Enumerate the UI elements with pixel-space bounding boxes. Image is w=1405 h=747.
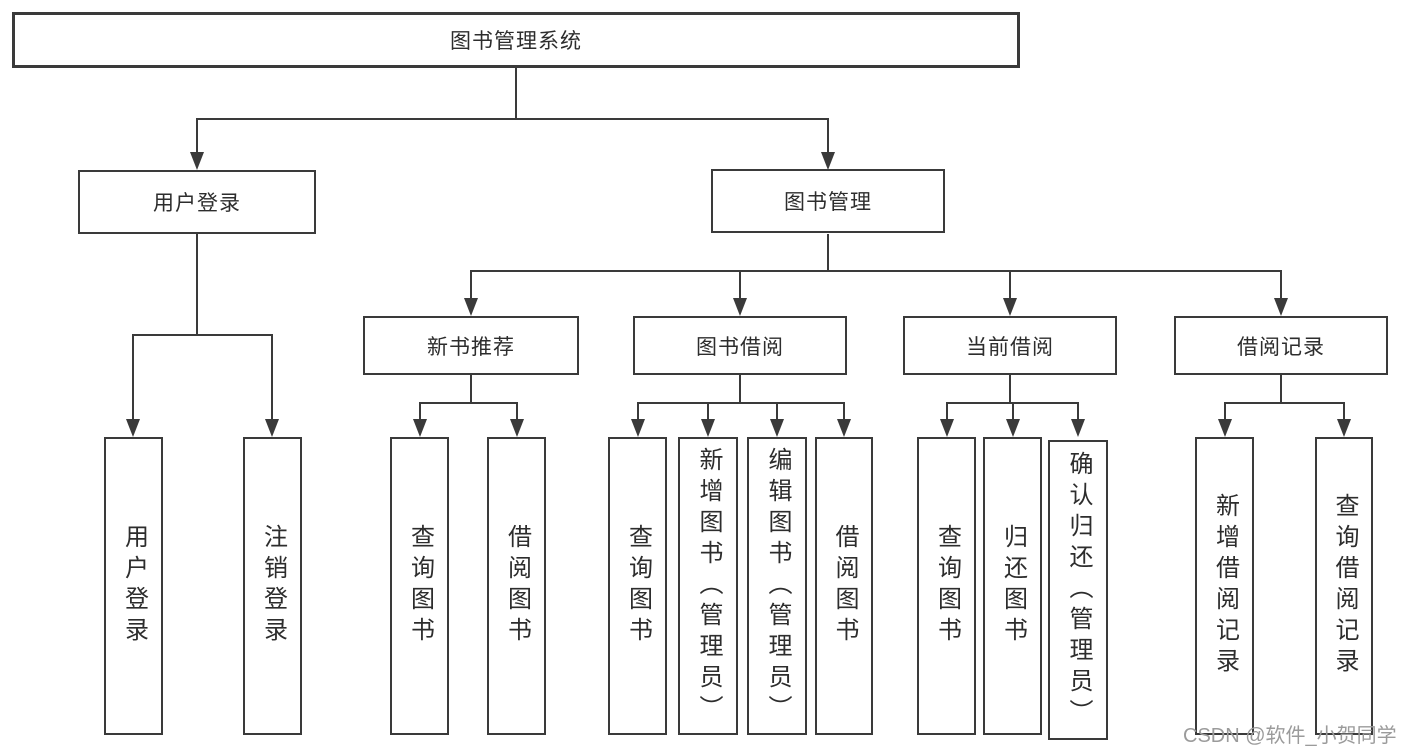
connector-line bbox=[132, 334, 273, 336]
arrowhead-down-icon bbox=[126, 419, 140, 437]
node-label: 当前借阅 bbox=[966, 335, 1054, 359]
leaf-label: 注销登录 bbox=[259, 524, 287, 648]
node-label: 图书管理 bbox=[784, 191, 872, 214]
leaf-add-borrow-record: 新增借阅记录 bbox=[1195, 437, 1254, 735]
arrowhead-down-icon bbox=[1006, 419, 1020, 437]
arrowhead-down-icon bbox=[940, 419, 954, 437]
connector-line bbox=[843, 404, 845, 421]
connector-line bbox=[470, 375, 472, 404]
leaf-label: 借阅图书 bbox=[830, 524, 858, 648]
connector-line bbox=[516, 404, 518, 421]
arrowhead-down-icon bbox=[1337, 419, 1351, 437]
arrowhead-down-icon bbox=[837, 419, 851, 437]
leaf-label: 查询图书 bbox=[406, 524, 434, 648]
connector-line bbox=[707, 404, 709, 421]
connector-line bbox=[1280, 375, 1282, 404]
arrowhead-down-icon bbox=[701, 419, 715, 437]
arrowhead-down-icon bbox=[631, 419, 645, 437]
connector-line bbox=[946, 404, 948, 421]
arrowhead-down-icon bbox=[770, 419, 784, 437]
node-user-login: 用户登录 bbox=[78, 170, 316, 234]
watermark: CSDN @软件_小贺同学 bbox=[1183, 725, 1397, 747]
leaf-query-books: 查询图书 bbox=[390, 437, 449, 735]
node-current-borrow: 当前借阅 bbox=[903, 316, 1117, 375]
arrowhead-down-icon bbox=[1274, 298, 1288, 316]
connector-line bbox=[776, 404, 778, 421]
arrowhead-down-icon bbox=[733, 298, 747, 316]
connector-line bbox=[1077, 404, 1079, 421]
leaf-add-books-admin: 新增图书（管理员） bbox=[678, 437, 738, 735]
connector-line bbox=[1009, 272, 1011, 300]
leaf-return-books: 归还图书 bbox=[983, 437, 1042, 735]
connector-line bbox=[1224, 402, 1345, 404]
leaf-label: 确认归还（管理员） bbox=[1064, 450, 1092, 730]
connector-line bbox=[419, 402, 518, 404]
leaf-label: 新增借阅记录 bbox=[1211, 493, 1239, 679]
node-root-label: 图书管理系统 bbox=[450, 30, 582, 53]
connector-line bbox=[419, 404, 421, 421]
node-label: 图书借阅 bbox=[696, 335, 784, 359]
connector-line bbox=[132, 336, 134, 420]
leaf-label: 编辑图书（管理员） bbox=[763, 446, 791, 726]
connector-line bbox=[1280, 272, 1282, 300]
arrowhead-down-icon bbox=[413, 419, 427, 437]
arrowhead-down-icon bbox=[1218, 419, 1232, 437]
connector-line bbox=[196, 120, 198, 154]
leaf-borrow-books: 借阅图书 bbox=[487, 437, 546, 735]
leaf-label: 归还图书 bbox=[999, 524, 1027, 648]
connector-line bbox=[196, 118, 829, 120]
leaf-query-books: 查询图书 bbox=[608, 437, 667, 735]
leaf-edit-books-admin: 编辑图书（管理员） bbox=[747, 437, 807, 735]
connector-line bbox=[946, 402, 1079, 404]
connector-line bbox=[196, 234, 198, 336]
leaf-confirm-return-admin: 确认归还（管理员） bbox=[1048, 440, 1108, 740]
node-label: 借阅记录 bbox=[1237, 335, 1325, 359]
connector-line bbox=[1009, 375, 1011, 404]
arrowhead-down-icon bbox=[464, 298, 478, 316]
connector-line bbox=[515, 68, 517, 120]
node-borrow-records: 借阅记录 bbox=[1174, 316, 1388, 375]
arrowhead-down-icon bbox=[1071, 419, 1085, 437]
leaf-logout: 注销登录 bbox=[243, 437, 302, 735]
leaf-user-login: 用户登录 bbox=[104, 437, 163, 735]
connector-line bbox=[637, 402, 845, 404]
leaf-label: 查询图书 bbox=[624, 524, 652, 648]
node-root: 图书管理系统 bbox=[12, 12, 1020, 68]
connector-line bbox=[739, 375, 741, 404]
node-new-book-recommend: 新书推荐 bbox=[363, 316, 579, 375]
arrowhead-down-icon bbox=[510, 419, 524, 437]
leaf-label: 查询借阅记录 bbox=[1330, 493, 1358, 679]
connector-line bbox=[1012, 404, 1014, 421]
node-label: 新书推荐 bbox=[427, 335, 515, 359]
connector-line bbox=[827, 120, 829, 154]
connector-line bbox=[470, 270, 1282, 272]
connector-line bbox=[1224, 404, 1226, 421]
leaf-label: 用户登录 bbox=[120, 524, 148, 648]
connector-line bbox=[271, 336, 273, 420]
leaf-label: 借阅图书 bbox=[503, 524, 531, 648]
connector-line bbox=[827, 234, 829, 272]
connector-line bbox=[739, 272, 741, 300]
connector-line bbox=[470, 272, 472, 300]
leaf-borrow-books: 借阅图书 bbox=[815, 437, 873, 735]
connector-line bbox=[637, 404, 639, 421]
leaf-label: 新增图书（管理员） bbox=[694, 446, 722, 726]
node-label: 用户登录 bbox=[153, 192, 241, 215]
arrowhead-down-icon bbox=[821, 152, 835, 170]
leaf-label: 查询图书 bbox=[933, 524, 961, 648]
arrowhead-down-icon bbox=[1003, 298, 1017, 316]
node-book-management: 图书管理 bbox=[711, 169, 945, 233]
leaf-query-borrow-record: 查询借阅记录 bbox=[1315, 437, 1373, 735]
arrowhead-down-icon bbox=[190, 152, 204, 170]
connector-line bbox=[1343, 404, 1345, 421]
node-book-borrow: 图书借阅 bbox=[633, 316, 847, 375]
leaf-query-books: 查询图书 bbox=[917, 437, 976, 735]
arrowhead-down-icon bbox=[265, 419, 279, 437]
